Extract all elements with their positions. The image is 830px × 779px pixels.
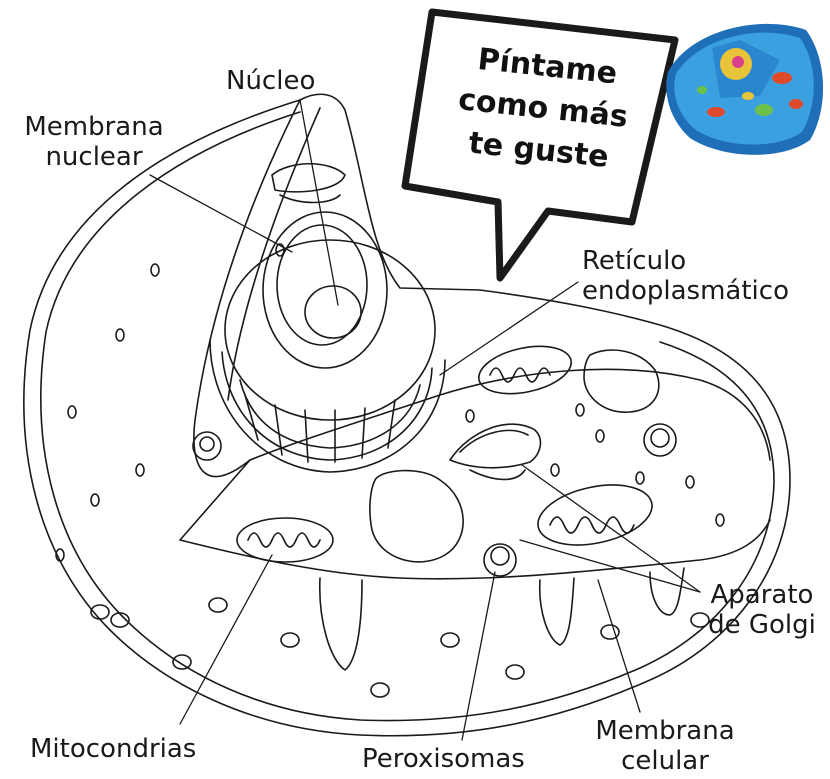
vesicles bbox=[56, 244, 724, 697]
label-reticulo: Retículo endoplasmático bbox=[582, 246, 789, 306]
label-reticulo-line2: endoplasmático bbox=[582, 276, 789, 306]
golgi-top bbox=[272, 164, 345, 192]
label-aparato-golgi-line1: Aparato bbox=[700, 580, 824, 610]
peroxisome bbox=[193, 432, 221, 460]
mitochondrion bbox=[532, 476, 657, 555]
label-membrana-nuclear-line2: nuclear bbox=[14, 142, 174, 172]
label-membrana-nuclear: Membrana nuclear bbox=[14, 112, 174, 172]
label-aparato-golgi: Aparato de Golgi bbox=[700, 580, 824, 640]
cell-membrane-inner bbox=[41, 112, 774, 721]
vacuole bbox=[370, 471, 463, 562]
cell-membrane-outline bbox=[24, 94, 790, 735]
peroxisome bbox=[484, 544, 516, 576]
speech-bubble-text: Píntame como más te guste bbox=[432, 35, 654, 182]
label-membrana-celular-line1: Membrana bbox=[590, 716, 740, 746]
label-membrana-celular-line2: celular bbox=[590, 746, 740, 776]
nucleolus bbox=[305, 286, 361, 338]
nucleus-inner bbox=[277, 225, 367, 345]
label-membrana-nuclear-line1: Membrana bbox=[14, 112, 174, 142]
membrane-drip bbox=[540, 578, 574, 645]
label-aparato-golgi-line2: de Golgi bbox=[700, 610, 824, 640]
golgi-top bbox=[280, 195, 340, 203]
peroxisome bbox=[644, 424, 676, 456]
colored-cell-thumbnail bbox=[666, 24, 823, 155]
membrane-drip bbox=[320, 578, 362, 670]
nucleus-body bbox=[225, 240, 435, 420]
vacuole bbox=[584, 350, 659, 412]
mitochondrion bbox=[237, 518, 333, 562]
label-reticulo-line1: Retículo bbox=[582, 246, 789, 276]
cutaway-back-edge bbox=[250, 369, 770, 460]
label-membrana-celular: Membrana celular bbox=[590, 716, 740, 776]
golgi-apparatus bbox=[450, 424, 540, 479]
rough-er bbox=[210, 340, 445, 472]
label-peroxisomas: Peroxisomas bbox=[362, 744, 525, 774]
mitochondrion bbox=[474, 339, 575, 402]
label-mitocondrias: Mitocondrias bbox=[30, 734, 196, 764]
membrane-drip bbox=[650, 568, 684, 615]
label-nucleo: Núcleo bbox=[226, 66, 315, 96]
